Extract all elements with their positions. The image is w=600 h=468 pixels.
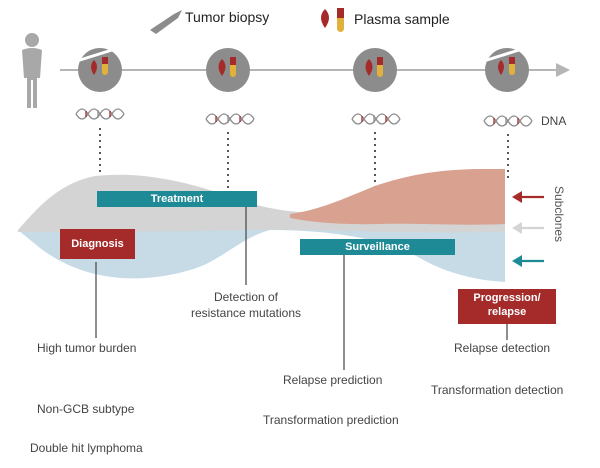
subclone-arrow-grey-icon bbox=[512, 222, 544, 234]
transformation-prediction-label: Transformation prediction bbox=[263, 413, 399, 427]
dna-icon bbox=[75, 108, 125, 120]
double-hit-label: Double hit lymphoma bbox=[30, 441, 143, 455]
biopsy-plasma-sample-icon bbox=[78, 48, 122, 92]
subclone-arrow-teal-icon bbox=[512, 255, 544, 267]
progression-relapse-box: Progression/ relapse bbox=[458, 289, 556, 324]
surveillance-bar: Surveillance bbox=[300, 239, 455, 255]
diagnosis-box: Diagnosis bbox=[60, 229, 135, 259]
high-tumor-burden-label: High tumor burden bbox=[37, 341, 137, 355]
non-gcb-label: Non-GCB subtype bbox=[37, 402, 135, 416]
resistance-detection-label: Detection of resistance mutations bbox=[190, 290, 302, 320]
sample-drop-lines bbox=[99, 128, 509, 196]
dna-icon bbox=[351, 113, 401, 125]
plasma-sample-icon bbox=[353, 48, 397, 92]
scalpel-icon bbox=[150, 10, 182, 34]
legend-biopsy-label: Tumor biopsy bbox=[185, 9, 270, 25]
transformation-detection-label: Transformation detection bbox=[431, 383, 564, 397]
plasma-sample-icon bbox=[206, 48, 250, 92]
patient-icon bbox=[22, 33, 42, 108]
dna-icon bbox=[483, 115, 533, 127]
timeline-arrowhead bbox=[556, 63, 570, 77]
treatment-bar: Treatment bbox=[97, 191, 257, 207]
annotation-connectors bbox=[95, 206, 508, 370]
dna-label: DNA bbox=[541, 114, 567, 128]
salmon-clone-area bbox=[290, 169, 505, 225]
subclones-label: Subclones bbox=[552, 186, 566, 243]
subclone-arrow-red-icon bbox=[512, 191, 544, 203]
plasma-sample-legend-icon bbox=[321, 8, 344, 32]
dna-icon bbox=[205, 113, 255, 125]
legend-plasma-label: Plasma sample bbox=[354, 11, 450, 27]
biopsy-plasma-sample-icon bbox=[485, 48, 529, 92]
relapse-detection-label: Relapse detection bbox=[454, 341, 551, 355]
relapse-prediction-label: Relapse prediction bbox=[283, 373, 383, 387]
light-blue-clone-area bbox=[18, 221, 505, 282]
